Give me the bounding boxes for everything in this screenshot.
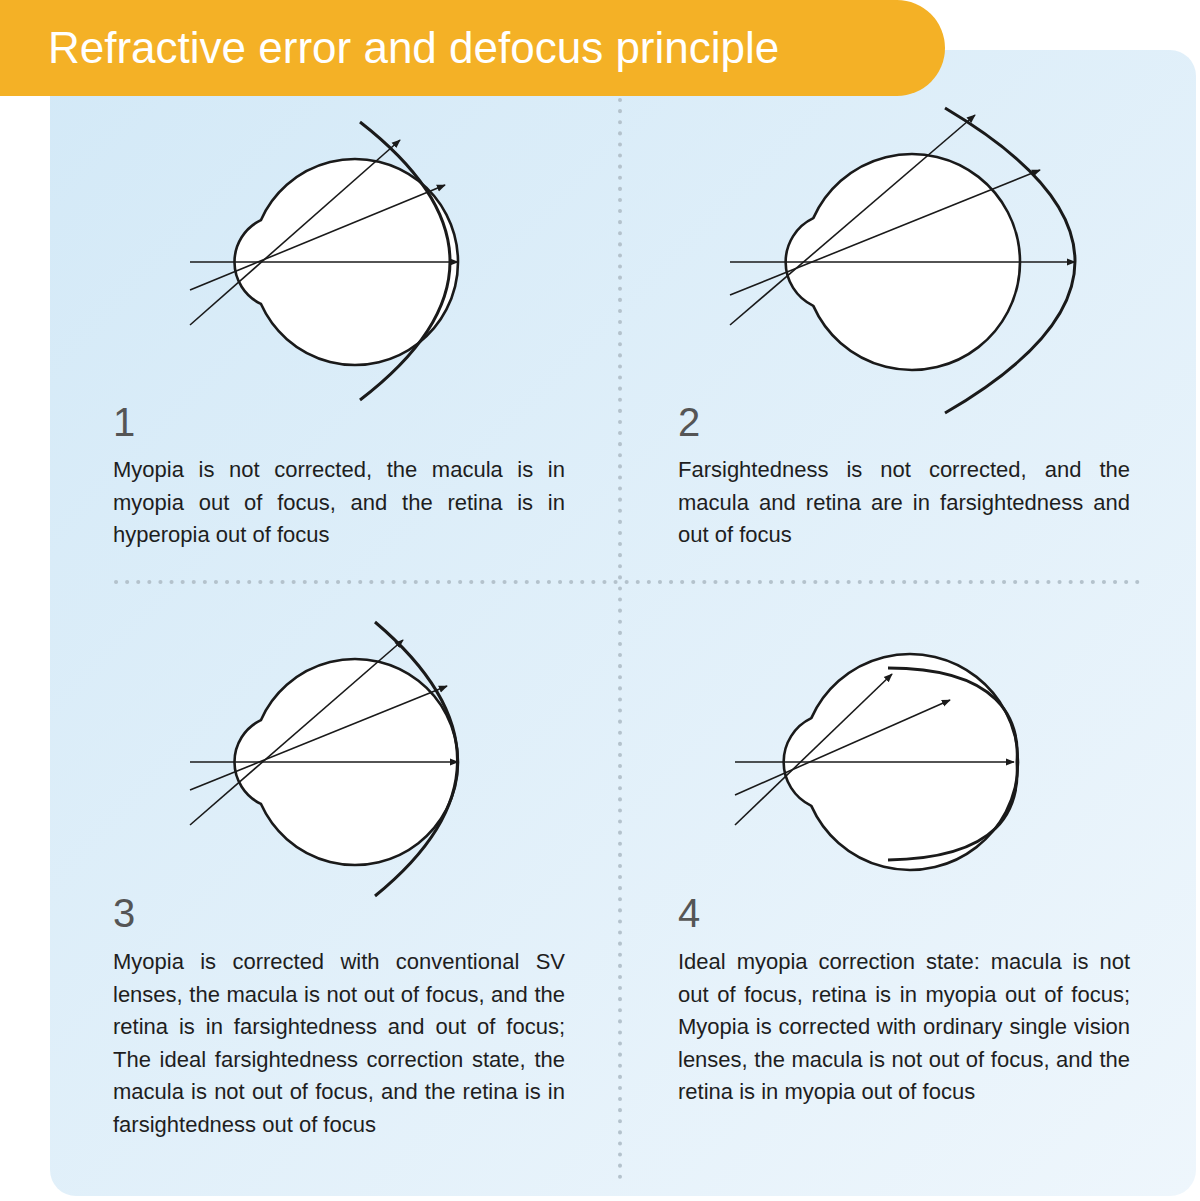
light-ray — [735, 674, 892, 825]
light-ray — [190, 185, 445, 290]
focal-shell — [888, 668, 1017, 860]
divider — [618, 100, 622, 1182]
focal-shell — [375, 622, 458, 896]
callout-number: 2 — [678, 402, 700, 442]
callout-number: 1 — [113, 402, 135, 442]
callout-number: 4 — [678, 893, 700, 933]
light-ray — [730, 261, 1075, 263]
title: Refractive error and defocus principle — [48, 23, 779, 73]
divider — [116, 580, 1140, 584]
light-ray — [730, 170, 1040, 295]
title-band: Refractive error and defocus principle — [0, 0, 945, 96]
light-ray — [190, 686, 447, 790]
callout-number: 3 — [113, 893, 135, 933]
caption: Myopia is corrected with conventional SV… — [113, 946, 565, 1141]
light-ray — [190, 761, 458, 763]
light-ray — [190, 140, 400, 325]
light-ray — [190, 261, 458, 263]
caption: Farsightedness is not corrected, and the… — [678, 454, 1130, 552]
light-ray — [735, 700, 950, 795]
light-ray — [190, 640, 403, 825]
caption: Ideal myopia correction state: macula is… — [678, 946, 1130, 1109]
focal-shell — [945, 108, 1075, 413]
light-ray — [735, 761, 1014, 763]
caption: Myopia is not corrected, the macula is i… — [113, 454, 565, 552]
light-ray — [730, 115, 975, 325]
panel — [50, 50, 1196, 1196]
